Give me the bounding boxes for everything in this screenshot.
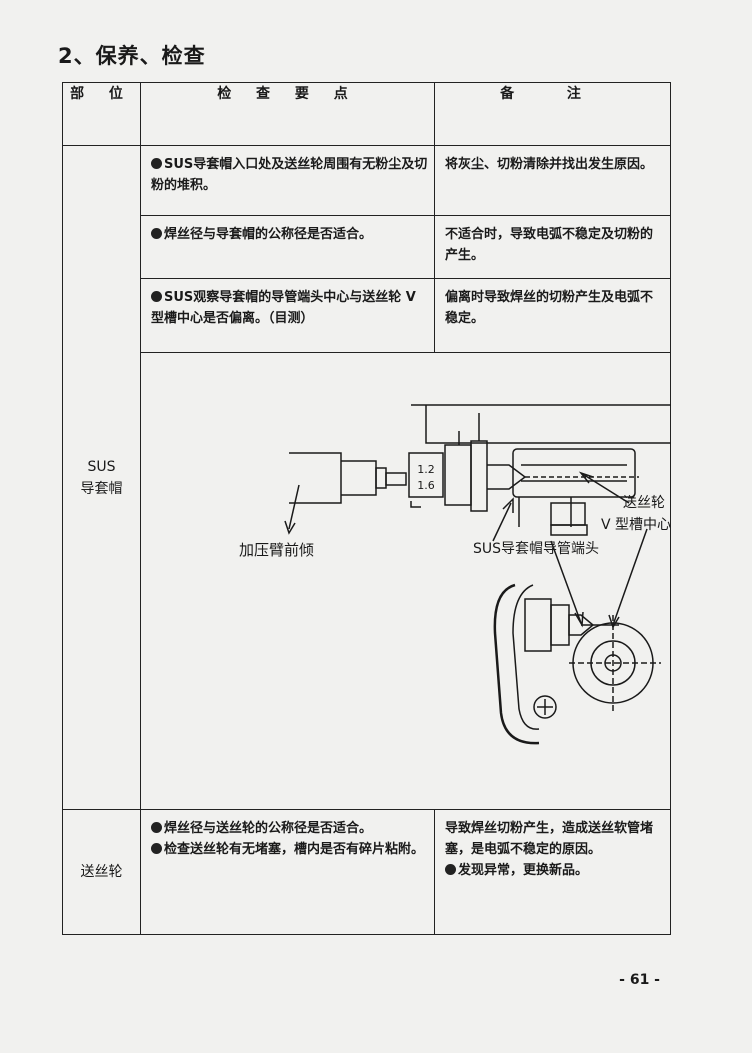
cap-marking: 1.6 [417, 479, 435, 492]
bullet-icon [151, 158, 162, 169]
lower-tube-tip [568, 614, 595, 636]
check-cell: 焊丝径与导套帽的公称径是否适合。 [140, 215, 435, 279]
wheel-center-cross [569, 615, 661, 711]
table-row: 送丝轮 焊丝径与送丝轮的公称径是否适合。 检查送丝轮有无堵塞，槽内是否有碎片粘附… [62, 809, 671, 935]
arrow-head [608, 614, 620, 629]
header-check-points: 检 查 要 点 [140, 82, 435, 146]
bullet-icon [151, 822, 162, 833]
table-row: SUS观察导套帽的导管端头中心与送丝轮 V 型槽中心是否偏离。（目测） 偏离时导… [63, 278, 671, 353]
screw-slot [537, 699, 553, 715]
bullet-icon [151, 291, 162, 302]
support-line [518, 497, 572, 527]
guide-cap [408, 452, 444, 498]
header-part: 部 位 [62, 82, 141, 146]
note-cell: 导致焊丝切粉产生，造成送丝软管堵塞，是电弧不稳定的原因。 发现异常，更换新品。 [434, 809, 671, 935]
figure-row: 1.2 1.6 [63, 352, 671, 810]
part-label: 导套帽 [80, 480, 123, 497]
tube-tip [487, 464, 527, 490]
label-arm: 加压臂前倾 [239, 541, 314, 559]
check-cell: 焊丝径与送丝轮的公称径是否适合。 检查送丝轮有无堵塞，槽内是否有碎片粘附。 [140, 809, 435, 935]
check-cell: SUS观察导套帽的导管端头中心与送丝轮 V 型槽中心是否偏离。（目测） [140, 278, 435, 353]
label-tube-tip: SUS导套帽导管端头 [473, 541, 599, 557]
table-header-row: 部 位 检 查 要 点 备 注 [62, 82, 671, 146]
leader-line [550, 540, 582, 624]
note-text: 将灰尘、切粉清除并找出发生原因。 [445, 157, 654, 172]
shaft [375, 467, 387, 489]
groove-line [521, 464, 627, 482]
leader-line [580, 472, 630, 504]
feed-wheel-side [512, 448, 636, 498]
hex-bolt-base [550, 524, 588, 536]
note-text: 导致焊丝切粉产生，造成送丝软管堵塞，是电弧不稳定的原因。 [445, 821, 654, 857]
note-text: 发现异常，更换新品。 [458, 863, 589, 878]
lower-nut-collar [550, 604, 570, 646]
screw-head [533, 695, 557, 719]
note-text: 不适合时，导致电弧不稳定及切粉的产生。 [445, 227, 654, 263]
page-title: 2、保养、检查 [58, 44, 206, 68]
label-feed-wheel: 送丝轮 [623, 495, 665, 511]
table-row: 焊丝径与导套帽的公称径是否适合。 不适合时，导致电弧不稳定及切粉的产生。 [63, 215, 671, 279]
arm-neck [341, 460, 377, 496]
bullet-icon [151, 843, 162, 854]
arrow-head [502, 497, 514, 513]
label-v-groove: V 型槽中心 [601, 517, 671, 533]
arrow-head [284, 520, 296, 535]
header-notes: 备 注 [434, 82, 671, 146]
check-cell: SUS导套帽入口处及送丝轮周围有无粉尘及切粉的堆积。 [140, 145, 435, 216]
note-text: 偏离时导致焊丝的切粉产生及电弧不稳定。 [445, 290, 654, 326]
arrow-head [578, 471, 594, 484]
bracket-line [458, 413, 480, 445]
inspection-table: 部 位 检 查 要 点 备 注 SUS 导套帽 SUS导套帽入口处及送丝轮周围有… [62, 82, 671, 935]
check-text: SUS观察导套帽的导管端头中心与送丝轮 V 型槽中心是否偏离。（目测） [151, 290, 416, 326]
shaft [385, 472, 407, 486]
bullet-icon [151, 228, 162, 239]
lower-nut [524, 598, 552, 652]
table-row: SUS 导套帽 SUS导套帽入口处及送丝轮周围有无粉尘及切粉的堆积。 将灰尘、切… [62, 145, 671, 810]
frame-line [425, 405, 671, 444]
arm-body [289, 452, 342, 504]
part-cell-feed-wheel: 送丝轮 [62, 809, 141, 935]
check-text: 检查送丝轮有无堵塞，槽内是否有碎片粘附。 [164, 842, 425, 857]
wire-feed-diagram: 1.2 1.6 [239, 404, 671, 745]
guide-rail-inner [512, 584, 540, 730]
figure-cell: 1.2 1.6 [140, 352, 671, 810]
part-cell-sus: SUS 导套帽 [62, 145, 141, 810]
guide-rail [493, 583, 540, 745]
leader-line [612, 528, 648, 626]
leader-line [492, 502, 512, 542]
nut-flange [470, 440, 488, 512]
hex-bolt [550, 502, 586, 526]
note-cell: 将灰尘、切粉清除并找出发生原因。 [434, 145, 671, 216]
nut [444, 444, 472, 506]
note-cell: 不适合时，导致电弧不稳定及切粉的产生。 [434, 215, 671, 279]
note-cell: 偏离时导致焊丝的切粉产生及电弧不稳定。 [434, 278, 671, 353]
check-text: 焊丝径与送丝轮的公称径是否适合。 [164, 821, 373, 836]
page-number: - 61 - [619, 972, 660, 988]
cap-marking: 1.2 [417, 463, 435, 476]
bullet-icon [445, 864, 456, 875]
check-text: SUS导套帽入口处及送丝轮周围有无粉尘及切粉的堆积。 [151, 157, 428, 193]
check-text: 焊丝径与导套帽的公称径是否适合。 [164, 227, 373, 242]
small-screw [410, 501, 421, 508]
arrow-head [574, 611, 584, 628]
leader-line [288, 484, 300, 530]
part-label: SUS [87, 458, 116, 475]
